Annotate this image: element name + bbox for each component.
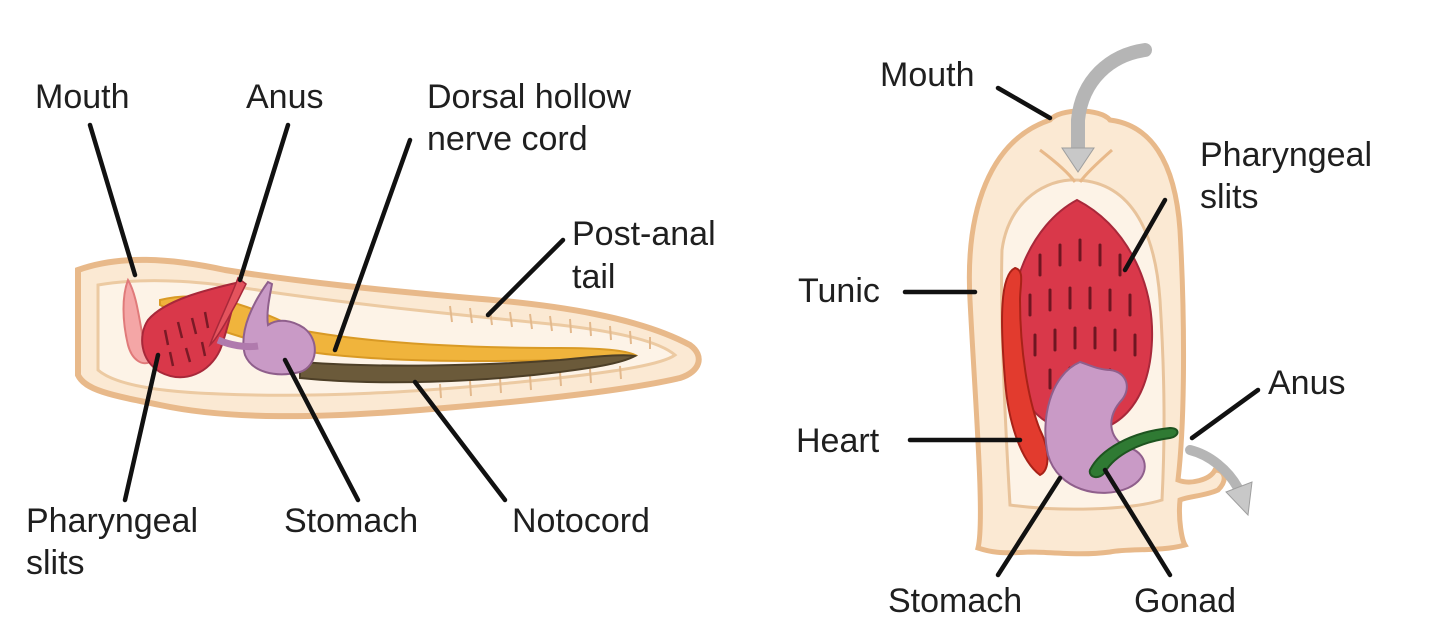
- larva-tail-segments: [439, 305, 651, 399]
- larva-label-anus: Anus: [246, 78, 324, 116]
- adult-label-gonad: Gonad: [1134, 582, 1236, 620]
- larva-pharynx-slits: [163, 311, 210, 367]
- adult-diagram: [966, 43, 1253, 557]
- adult-label-stomach: Stomach: [888, 582, 1022, 620]
- larva-label-slits-1: Pharyngeal: [26, 502, 198, 540]
- adult-intake-arrow: [1071, 43, 1152, 157]
- larva-leaders: [87, 122, 566, 503]
- adult-siphon: [1039, 148, 1113, 183]
- adult-label-slits-1: Pharyngeal: [1200, 136, 1372, 174]
- larva-label-nerve-cord-1: Dorsal hollow: [427, 78, 632, 116]
- adult-outflow-arrow: [1185, 445, 1243, 493]
- larva-label-stomach: Stomach: [284, 502, 418, 540]
- adult-leaders: [902, 85, 1261, 578]
- larva-pharynx: [141, 280, 242, 379]
- larva-label-mouth: Mouth: [35, 78, 130, 116]
- larva-label-tail-2: tail: [572, 258, 615, 296]
- larva-stomach: [242, 280, 316, 376]
- adult-gonad: [1088, 426, 1179, 478]
- larva-label-nerve-cord-2: nerve cord: [427, 120, 588, 158]
- adult-labels: Mouth Pharyngeal slits Tunic Anus Heart …: [796, 56, 1372, 620]
- larva-notocord: [299, 354, 638, 384]
- larva-intestine: [216, 336, 259, 351]
- larva-label-tail-1: Post-anal: [572, 215, 716, 253]
- larva-diagram: [75, 256, 702, 420]
- adult-label-heart: Heart: [796, 422, 880, 460]
- adult-outflow-arrowhead: [1225, 481, 1253, 517]
- larva-label-notocord: Notocord: [512, 502, 650, 540]
- adult-label-mouth: Mouth: [880, 56, 975, 94]
- larva-anus-tube: [208, 276, 247, 348]
- adult-stomach: [1044, 360, 1146, 494]
- adult-intake-arrowhead: [1061, 147, 1095, 173]
- adult-label-anus: Anus: [1268, 364, 1346, 402]
- larva-labels: Mouth Anus Dorsal hollow nerve cord Post…: [26, 78, 716, 582]
- larva-label-slits-2: slits: [26, 544, 85, 582]
- adult-label-tunic: Tunic: [798, 272, 880, 310]
- adult-heart: [1001, 266, 1049, 477]
- adult-label-slits-2: slits: [1200, 178, 1259, 216]
